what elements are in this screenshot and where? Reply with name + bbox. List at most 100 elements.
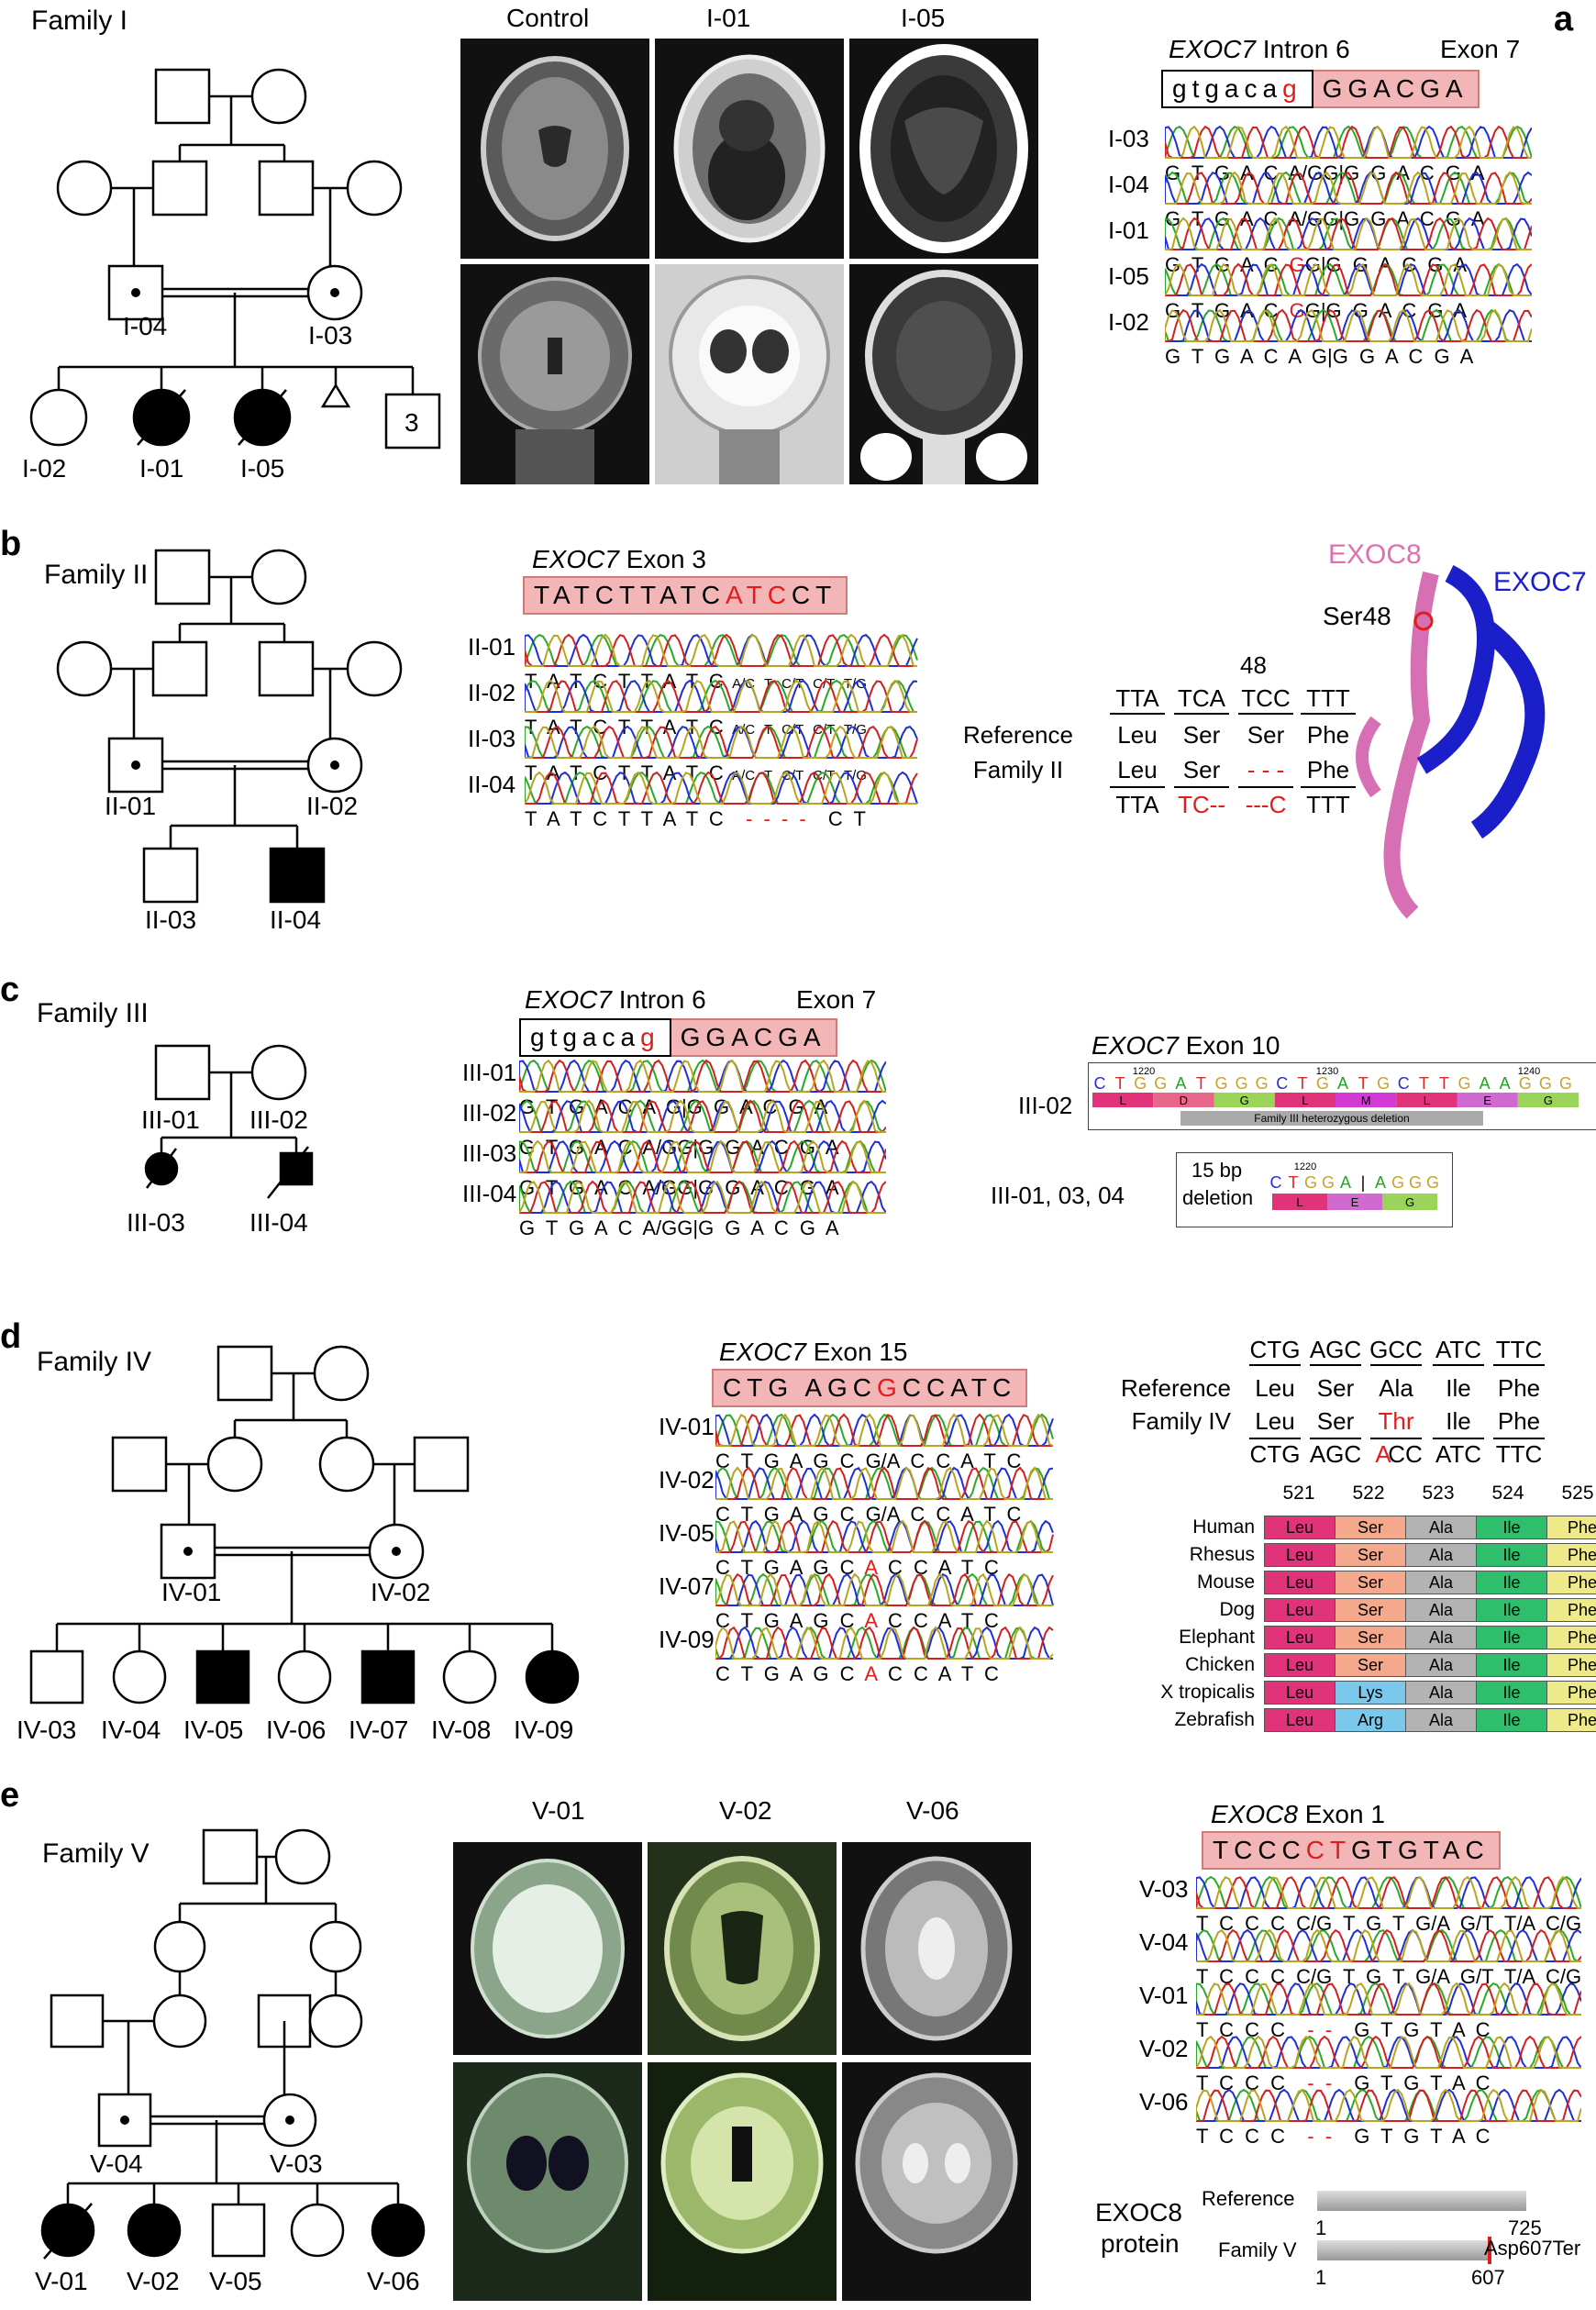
aa-cell: Phe — [1546, 1626, 1596, 1649]
base-letter: C — [1270, 1173, 1282, 1192]
aa-family: Leu — [1117, 756, 1157, 783]
trace-channel — [1196, 1875, 1581, 1909]
species-name: Mouse — [1196, 1571, 1255, 1593]
trace-channel — [525, 679, 917, 713]
family-label-e: Family V — [42, 1838, 150, 1869]
chromatogram-trace — [1196, 2088, 1581, 2122]
chromatogram-trace — [519, 1099, 886, 1133]
position-number: 523 — [1422, 1483, 1455, 1504]
trace-channel — [519, 1099, 886, 1133]
codon-top: AGC — [1310, 1336, 1361, 1363]
aa-cell: Leu — [1264, 1543, 1336, 1567]
aa-reference: Phe — [1498, 1374, 1540, 1402]
aa-block — [1153, 1093, 1214, 1107]
protein-fam-start: 1 — [1315, 2266, 1327, 2289]
trace-bases: T C C C C/G T G T G/A G/T T/A C/G — [1196, 1965, 1582, 1988]
aa-reference: Ser — [1317, 1374, 1355, 1402]
base-letter: C — [1276, 1074, 1288, 1093]
ped-label-II-03: II-03 — [145, 905, 196, 934]
trace-channel — [715, 1626, 1054, 1660]
trace-channel — [1196, 2088, 1581, 2122]
trace-channel — [1165, 308, 1532, 342]
ped-label-V-01: V-01 — [35, 2267, 88, 2295]
trace-channel — [1165, 217, 1532, 250]
chromatogram-trace — [525, 771, 918, 805]
ped-label-III-02: III-02 — [249, 1105, 308, 1134]
ct-I-05-axial — [849, 39, 1038, 259]
mri-col-I-05: I-05 — [901, 4, 946, 32]
trace-label: I-01 — [1108, 217, 1149, 244]
base-letter: G — [1256, 1074, 1269, 1093]
aa-cell: Ser — [1335, 1653, 1406, 1677]
trace-label: II-02 — [468, 679, 516, 706]
codon-bottom: TC-- — [1178, 791, 1225, 818]
trace-channel — [525, 725, 917, 759]
trace-label: IV-09 — [659, 1626, 715, 1653]
ped-label-I-01: I-01 — [139, 454, 183, 483]
mri-col-I-01: I-01 — [706, 4, 751, 32]
trace-label: II-01 — [468, 633, 516, 661]
trace-channel — [1165, 217, 1532, 250]
trace-bases: T C C C - - G T G T A C — [1196, 2071, 1491, 2094]
aa-family: Ile — [1446, 1407, 1470, 1435]
trace-label: IV-01 — [659, 1413, 715, 1440]
chromatogram-trace — [1196, 1928, 1581, 1962]
trace-channel — [715, 1519, 1054, 1553]
protein-ref-bar — [1317, 2191, 1526, 2211]
trace-channel — [715, 1626, 1053, 1660]
trace-label: II-03 — [468, 725, 516, 752]
chromatogram-trace — [1196, 1875, 1581, 1909]
aa-cell: Arg — [1335, 1708, 1406, 1732]
species-name: Zebrafish — [1174, 1709, 1255, 1730]
seq-header-c-exon: Exon 7 — [796, 985, 877, 1014]
pedigree-d: IV-01 IV-02 IV-03 IV-04 IV-05 IV-06 IV-0… — [17, 1345, 580, 1744]
trace-channel — [1165, 262, 1532, 296]
aa-block — [1396, 1093, 1457, 1107]
aa-cell: Ile — [1476, 1708, 1547, 1732]
trace-channel — [1196, 2035, 1581, 2069]
aa-letter: E — [1483, 1094, 1491, 1107]
aa-letter: G — [1405, 1195, 1414, 1209]
trace-channel — [525, 633, 918, 667]
trace-label: I-04 — [1108, 171, 1149, 198]
codon-bottom: AGC — [1310, 1440, 1361, 1468]
codon-bottom: ---C — [1246, 791, 1287, 818]
base-letter: T — [1289, 1173, 1299, 1192]
aa-block — [1092, 1093, 1154, 1107]
aa-cell: Leu — [1264, 1653, 1336, 1677]
aa-cell: Phe — [1546, 1516, 1596, 1539]
ped-label-I-03: I-03 — [308, 321, 352, 350]
base-letter: A — [1375, 1173, 1386, 1192]
chromatogram-trace — [525, 725, 918, 759]
codon-bottom: ATC — [1435, 1440, 1481, 1468]
species-name: Rhesus — [1189, 1544, 1255, 1565]
aa-cell: Phe — [1546, 1708, 1596, 1732]
ped-label-II-02: II-02 — [306, 792, 358, 820]
trace-channel — [1196, 1875, 1581, 1909]
aa-cell: Ser — [1335, 1626, 1406, 1649]
trace-label: I-03 — [1108, 125, 1149, 152]
aa-cell: Leu — [1264, 1681, 1336, 1705]
ped-label-IV-08: IV-08 — [431, 1716, 491, 1744]
ct-I-05-coronal — [849, 264, 1038, 484]
trace-label: I-05 — [1108, 262, 1149, 290]
seq-header-e: EXOC8 Exon 1 — [1211, 1800, 1385, 1828]
species-name: Human — [1192, 1516, 1255, 1538]
base-letter: G — [1134, 1074, 1147, 1093]
ped-label-I-04: I-04 — [123, 312, 167, 340]
codon-bottom: CC — [1388, 1440, 1423, 1468]
ped-label-IV-01: IV-01 — [161, 1578, 221, 1606]
chromatogram-trace — [519, 1180, 886, 1214]
protein-structure — [1321, 537, 1596, 922]
trace-label: II-04 — [468, 771, 516, 798]
aa-cell: Ser — [1335, 1543, 1406, 1567]
aa-cell: Ile — [1476, 1543, 1547, 1567]
mri-V-06-axial — [842, 1842, 1031, 2055]
aa-cell: Leu — [1264, 1516, 1336, 1539]
